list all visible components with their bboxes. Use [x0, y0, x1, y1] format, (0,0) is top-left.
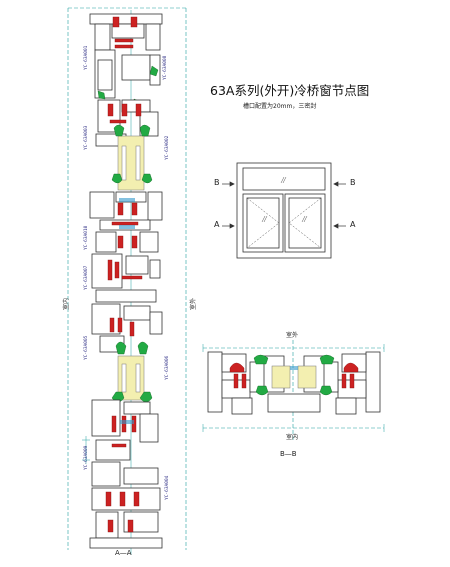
drawing-title: 63A系列(外开)冷桥窗节点图: [210, 83, 370, 98]
elevation-window: [236, 162, 332, 259]
drawing-subtitle: 槽口配置为20mm，三密封: [243, 103, 317, 110]
aa-glass-hatch-1: [119, 198, 135, 229]
aa-thermal-break-1: [112, 16, 138, 49]
aa-glass-hatch-2: [120, 420, 134, 424]
aa-glass-unit-1: [117, 135, 145, 191]
aa-thermal-break-7: [105, 491, 140, 533]
aa-thermal-break-5: [109, 317, 135, 337]
aa-thermal-break-3: [111, 202, 139, 249]
aa-profile-code-4: YC-63A002: [165, 135, 170, 160]
aa-profile-code-2: YC-63A008: [163, 55, 168, 80]
aa-profile-code-1: YC-63A001: [84, 45, 89, 70]
aa-thermal-break-2: [107, 103, 142, 124]
bb-glass-units: [271, 365, 317, 389]
bb-right-frame: [321, 351, 381, 415]
bb-gaskets: [253, 354, 335, 396]
bb-section-caption: B—B: [280, 450, 297, 458]
aa-gasket-3: [115, 341, 149, 355]
elevation-arrow-label-a-left: A: [214, 220, 220, 229]
bb-thermal-breaks: [229, 362, 359, 389]
aa-section-caption: A—A: [115, 549, 132, 557]
bb-glass-hatch: [290, 366, 298, 370]
bb-left-frame: [207, 351, 267, 415]
aa-dimension-lines: [67, 7, 187, 550]
aa-thermal-break-4: [107, 259, 143, 281]
aa-side-label-outer: 室外: [190, 297, 197, 310]
bb-side-label-outer: 室外: [286, 332, 299, 339]
aa-frame-bottom: [89, 461, 163, 549]
aa-profile-code-5: YC-63A010: [84, 225, 89, 250]
aa-frame-block-5: [91, 303, 163, 353]
elevation-glass-marks: [261, 176, 308, 223]
elevation-arrow-label-b-right: B: [350, 178, 356, 187]
aa-sash-2: [91, 253, 161, 303]
bb-side-label-inner: 室内: [286, 434, 299, 441]
aa-frame-top: [89, 13, 163, 51]
aa-profile-code-10: YC-63A004: [165, 475, 170, 500]
aa-side-label-inner: 室内: [63, 297, 70, 310]
elevation-opening-lines: [246, 197, 322, 249]
bb-dimension-lines: [203, 340, 384, 440]
elevation-arrow-label-b-left: B: [214, 178, 220, 187]
aa-profile-code-8: YC-63A006: [165, 355, 170, 380]
elevation-arrow-label-a-right: A: [350, 220, 356, 229]
aa-gasket-2: [111, 124, 153, 184]
aa-profile-code-3: YC-63A003: [84, 125, 89, 150]
aa-profile-code-9: YC-63A009: [84, 445, 89, 470]
aa-dimension-ticks: [82, 436, 90, 464]
elevation-section-arrows: [222, 181, 346, 229]
bb-dimension-ticks: [202, 344, 385, 432]
aa-profile-code-6: YC-63A007: [84, 265, 89, 290]
aa-profile-code-7: YC-63A005: [84, 335, 89, 360]
